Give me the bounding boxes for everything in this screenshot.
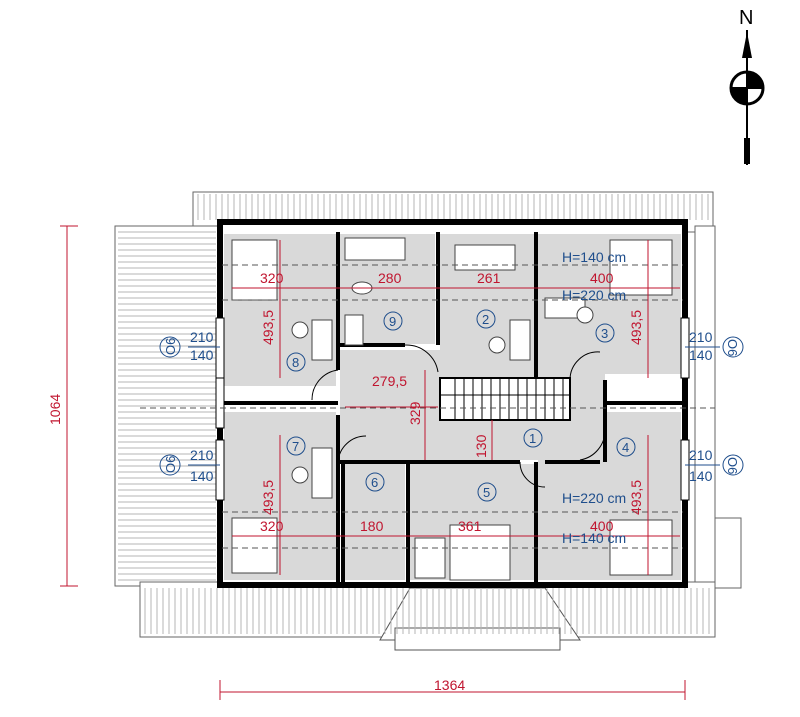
height-label: H=140 cm	[562, 530, 626, 546]
height-label: H=140 cm	[562, 249, 626, 265]
room-number: 3	[601, 326, 608, 341]
room-numbers: 1 2 3 4 5 6 7 8 9	[286, 309, 636, 502]
window-bottom: 140	[689, 347, 713, 363]
dim-text: 130	[473, 434, 489, 458]
dim-text: 320	[260, 270, 284, 286]
room-number: 7	[292, 439, 299, 454]
room-number: 1	[529, 431, 536, 446]
dim-text: 493,5	[260, 310, 276, 345]
door-swings	[311, 344, 606, 488]
dim-text: 400	[590, 518, 614, 534]
dimension-labels: 320 280 261 400 320 180 361 400 493,5 49…	[47, 270, 644, 693]
window-top: 210	[190, 447, 214, 463]
dim-text: 329	[407, 401, 423, 425]
window-bottom: 140	[190, 347, 214, 363]
dim-text: 361	[458, 518, 482, 534]
room-number: 2	[482, 312, 489, 327]
height-label: H=220 cm	[562, 490, 626, 506]
dim-text: 180	[360, 518, 384, 534]
furniture	[231, 237, 673, 581]
window-code: O6	[725, 339, 740, 356]
dim-text: 261	[477, 270, 501, 286]
window-top: 210	[190, 329, 214, 345]
dim-text: 280	[378, 270, 402, 286]
window-top: 210	[689, 447, 713, 463]
dim-text: 279,5	[372, 373, 407, 389]
roof-hatching	[118, 194, 710, 634]
window-bottom: 140	[689, 468, 713, 484]
room-number: 9	[389, 314, 396, 329]
dim-text: 493,5	[628, 310, 644, 345]
dashed-lines	[140, 264, 715, 549]
dim-text: 400	[590, 270, 614, 286]
room-number: 5	[483, 485, 490, 500]
window-top: 210	[689, 329, 713, 345]
interior-walls	[222, 232, 683, 582]
north-label: N	[739, 7, 753, 29]
room-number: 4	[622, 440, 629, 455]
overall-depth: 1064	[47, 394, 63, 425]
room-number: 6	[371, 475, 378, 490]
dim-text: 493,5	[260, 480, 276, 515]
window-openings	[215, 317, 690, 501]
window-code: O6	[163, 338, 178, 355]
window-code: O6	[725, 457, 740, 474]
overall-width: 1364	[434, 677, 465, 693]
window-annotations: O6 210 140 O6 210 140 O6 210 140 O6 210 …	[159, 329, 744, 484]
dimension-lines	[60, 225, 686, 700]
dim-text: 493,5	[628, 480, 644, 515]
dim-text: 320	[260, 518, 284, 534]
height-label: H=220 cm	[562, 287, 626, 303]
staircase	[439, 377, 571, 421]
height-labels: H=140 cm H=220 cm H=220 cm H=140 cm	[562, 249, 626, 546]
north-compass: N	[729, 7, 765, 165]
window-code: O6	[163, 456, 178, 473]
room-number: 8	[292, 355, 299, 370]
window-bottom: 140	[190, 468, 214, 484]
